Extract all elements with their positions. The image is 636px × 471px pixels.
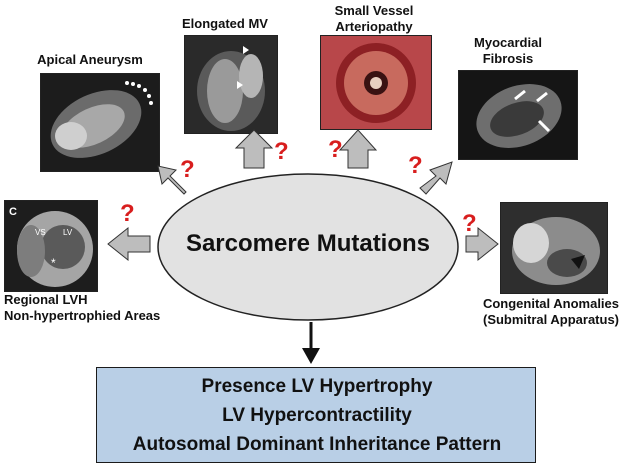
label-small-vessel-line2: Arteriopathy [335, 19, 413, 34]
arrow-vessel [338, 129, 378, 169]
label-congenital-line1: Congenital Anomalies [482, 296, 620, 311]
question-mark-mv: ? [274, 138, 289, 165]
label-congenital-line2: (Submitral Apparatus) [482, 312, 620, 327]
question-mark-congenital: ? [462, 210, 477, 237]
vs-label: VS [35, 228, 46, 237]
label-fibrosis-line2: Fibrosis [482, 51, 534, 66]
outcome-line-2: LV Hypercontractility [222, 405, 412, 426]
outcome-box: Presence LV Hypertrophy LV Hypercontract… [96, 367, 536, 463]
question-mark-fibrosis: ? [408, 152, 423, 179]
outcome-line-1: Presence LV Hypertrophy [201, 376, 433, 397]
image-elongated-mv [184, 35, 278, 134]
star-label: * [51, 256, 56, 270]
image-apical-aneurysm [40, 73, 160, 172]
elongated-mv-illustration [185, 36, 277, 133]
question-mark-apical: ? [180, 156, 195, 183]
image-small-vessel [320, 35, 432, 130]
label-regional-lvh: Regional LVH Non-hypertrophied Areas [4, 292, 204, 324]
label-elongated-mv: Elongated MV [180, 16, 270, 32]
label-lvh-line1: Regional LVH [4, 292, 88, 307]
label-apical-aneurysm-text: Apical Aneurysm [37, 52, 143, 67]
lv-label: LV [63, 228, 73, 237]
apical-aneurysm-illustration [41, 74, 159, 171]
label-apical-aneurysm: Apical Aneurysm [20, 52, 160, 68]
outcome-line-3: Autosomal Dominant Inheritance Pattern [132, 434, 502, 455]
label-small-vessel: Small Vessel Arteriopathy [318, 3, 430, 35]
label-congenital-anomalies: Congenital Anomalies (Submitral Apparatu… [466, 296, 636, 328]
label-elongated-mv-text: Elongated MV [182, 16, 268, 31]
image-regional-lvh: C VS LV * [4, 200, 98, 292]
label-small-vessel-line1: Small Vessel [334, 3, 414, 18]
arrow-mv [234, 129, 274, 169]
center-title: Sarcomere Mutations [185, 230, 431, 257]
panel-letter-c: C [9, 206, 17, 218]
small-vessel-illustration [321, 36, 431, 129]
image-myocardial-fibrosis [458, 70, 578, 160]
central-ellipse [157, 173, 459, 321]
arrow-lvh [107, 226, 151, 262]
congenital-anomalies-illustration [501, 203, 607, 293]
label-myocardial-fibrosis: Myocardial Fibrosis [458, 35, 558, 67]
question-mark-lvh: ? [120, 200, 135, 227]
label-fibrosis-line1: Myocardial [474, 35, 542, 50]
myocardial-fibrosis-illustration [459, 71, 577, 159]
label-lvh-line2: Non-hypertrophied Areas [4, 308, 161, 323]
regional-lvh-illustration: C VS LV * [5, 201, 97, 291]
question-mark-vessel: ? [328, 136, 343, 163]
arrow-down-head [302, 348, 320, 364]
image-congenital-anomalies [500, 202, 608, 294]
